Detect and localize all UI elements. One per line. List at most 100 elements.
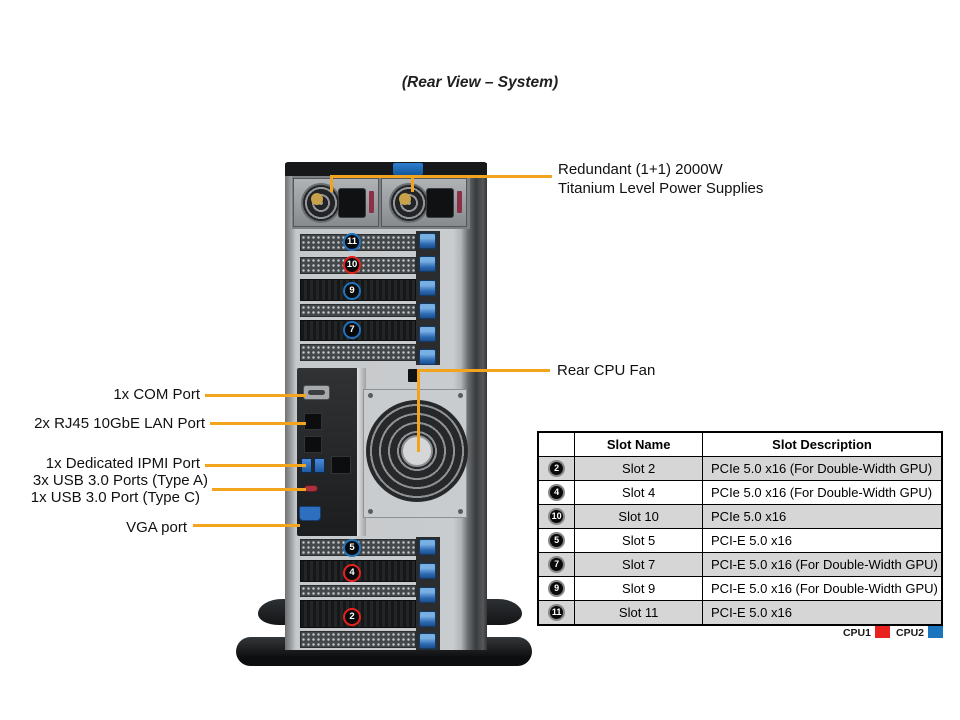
psu2-latch <box>457 191 462 213</box>
table-row: 2 Slot 2 PCIe 5.0 x16 (For Double-Width … <box>537 456 943 481</box>
chassis-badge-4: 4 <box>343 564 361 582</box>
slot-latch <box>419 280 436 296</box>
usb-c-port <box>304 485 318 492</box>
power-supply-1 <box>293 178 379 227</box>
vga-callout-line <box>193 524 300 527</box>
table-badge: 9 <box>548 580 566 598</box>
slot-desc-cell: PCI-E 5.0 x16 <box>702 528 943 553</box>
ipmi-callout-line <box>205 464 306 467</box>
ipmi-port <box>331 456 351 474</box>
table-row: 5 Slot 5 PCI-E 5.0 x16 <box>537 528 943 553</box>
label-usb-a-ports: 3x USB 3.0 Ports (Type A) <box>32 472 208 489</box>
usb-a-port-2 <box>314 458 325 473</box>
header-slot-name: Slot Name <box>574 431 704 457</box>
fan-callout-drop <box>417 369 420 452</box>
slot-latch <box>419 539 436 555</box>
lan-port-1 <box>304 413 322 430</box>
header-badge <box>537 431 576 457</box>
slot-desc-cell: PCI-E 5.0 x16 (For Double-Width GPU) <box>702 552 943 577</box>
chassis-badge-10: 10 <box>343 256 361 274</box>
slot-desc-cell: PCIe 5.0 x16 (For Double-Width GPU) <box>702 480 943 505</box>
table-badge: 7 <box>548 556 566 574</box>
lan-port-2 <box>304 436 322 453</box>
label-psu-line1: Redundant (1+1) 2000W <box>558 161 723 178</box>
label-psu-line2: Titanium Level Power Supplies <box>558 180 764 197</box>
slot-name-cell: Slot 5 <box>574 528 704 553</box>
slot-latch <box>419 611 436 627</box>
power-supply-2 <box>381 178 467 227</box>
cpu1-color-swatch <box>874 626 890 638</box>
screw-icon <box>458 509 463 514</box>
screw-icon <box>458 393 463 398</box>
table-row: 4 Slot 4 PCIe 5.0 x16 (For Double-Width … <box>537 480 943 505</box>
page-title: (Rear View – System) <box>401 74 559 91</box>
slot-name-cell: Slot 11 <box>574 600 704 626</box>
rear-io-frame <box>357 368 366 536</box>
screw-icon <box>368 509 373 514</box>
slot-table-header-row: Slot Name Slot Description <box>537 431 943 457</box>
slot-desc-cell: PCIe 5.0 x16 <box>702 504 943 529</box>
vga-port <box>299 506 321 521</box>
table-badge: 2 <box>548 460 566 478</box>
tower-top-bezel <box>285 162 487 176</box>
slot-latch <box>419 233 436 249</box>
slot-cover-1 <box>300 631 416 648</box>
slot-cover-3 <box>300 585 416 597</box>
table-row: 11 Slot 11 PCI-E 5.0 x16 <box>537 600 943 626</box>
table-badge: 5 <box>548 532 566 550</box>
psu2-fan-hub <box>399 193 411 205</box>
label-vga-port: VGA port <box>126 519 187 536</box>
slot-name-cell: Slot 10 <box>574 504 704 529</box>
com-callout-line <box>205 394 306 397</box>
slot-name-cell: Slot 4 <box>574 480 704 505</box>
slot-latch <box>419 303 436 319</box>
cpu2-color-swatch <box>928 626 943 638</box>
chassis-badge-9: 9 <box>343 282 361 300</box>
usb-callout-line <box>212 488 306 491</box>
legend-cpu1-label: CPU1 <box>842 627 871 639</box>
slot-latch <box>419 256 436 272</box>
table-row: 7 Slot 7 PCI-E 5.0 x16 (For Double-Width… <box>537 552 943 577</box>
slot-name-cell: Slot 7 <box>574 552 704 577</box>
slot-cover-8 <box>300 304 416 317</box>
slot-latch <box>419 587 436 603</box>
table-row: 10 Slot 10 PCIe 5.0 x16 <box>537 504 943 529</box>
chassis-badge-5: 5 <box>343 539 361 557</box>
psu1-power-inlet <box>338 188 366 218</box>
psu1-fan-hub <box>311 193 323 205</box>
table-row: 9 Slot 9 PCI-E 5.0 x16 (For Double-Width… <box>537 576 943 601</box>
slot-table: Slot Name Slot Description 2 Slot 2 PCIe… <box>537 431 943 626</box>
table-badge: 11 <box>548 604 566 622</box>
fan-callout-line <box>417 369 550 372</box>
slot-desc-cell: PCI-E 5.0 x16 (For Double-Width GPU) <box>702 576 943 601</box>
label-lan-ports: 2x RJ45 10GbE LAN Port <box>34 415 205 432</box>
lan-callout-line <box>210 422 306 425</box>
header-slot-description: Slot Description <box>702 431 943 457</box>
table-badge: 10 <box>548 508 566 526</box>
label-rear-cpu-fan: Rear CPU Fan <box>557 362 656 379</box>
label-usb-c-port: 1x USB 3.0 Port (Type C) <box>30 489 200 506</box>
slot-latch <box>419 633 436 649</box>
chassis-badge-2: 2 <box>343 608 361 626</box>
tower-top-blue-clip <box>393 163 423 175</box>
table-badge: 4 <box>548 484 566 502</box>
screw-icon <box>368 393 373 398</box>
psu2-callout-drop <box>411 175 414 192</box>
slot-cover-6 <box>300 344 416 361</box>
psu-callout-line <box>330 175 552 178</box>
com-port <box>303 385 330 400</box>
slot-name-cell: Slot 9 <box>574 576 704 601</box>
slot-name-cell: Slot 2 <box>574 456 704 481</box>
upper-latch-column <box>416 231 440 365</box>
slot-latch <box>419 563 436 579</box>
psu1-callout-drop <box>330 175 333 192</box>
cpu-legend: CPU1 CPU2 <box>537 626 943 639</box>
psu2-power-inlet <box>426 188 454 218</box>
legend-cpu2-label: CPU2 <box>895 627 924 639</box>
psu1-latch <box>369 191 374 213</box>
chassis-badge-7: 7 <box>343 321 361 339</box>
slot-desc-cell: PCI-E 5.0 x16 <box>702 600 943 626</box>
slot-latch <box>419 326 436 342</box>
label-power-supplies: Redundant (1+1) 2000W Titanium Level Pow… <box>558 160 763 198</box>
